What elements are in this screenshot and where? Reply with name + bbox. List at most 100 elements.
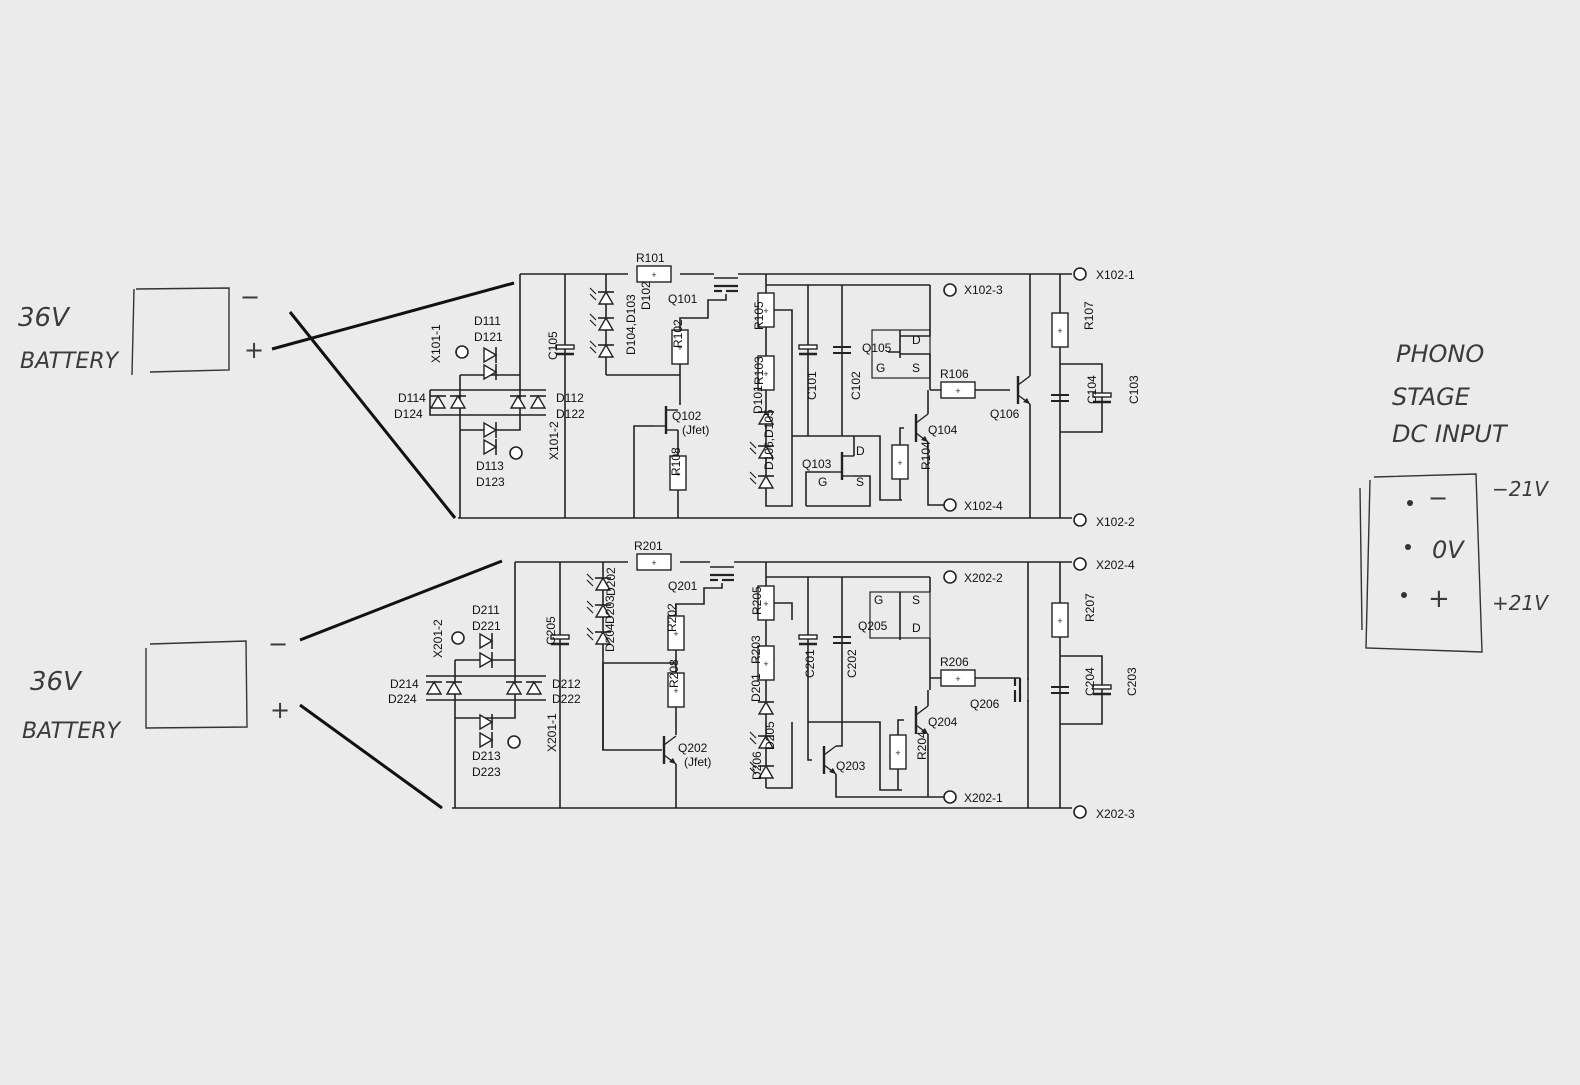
svg-text:S: S: [856, 475, 864, 489]
label-r106: R106: [940, 367, 969, 381]
label-q101: Q101: [668, 292, 698, 306]
label-d205: D205: [763, 721, 777, 750]
svg-text:S: S: [912, 361, 920, 375]
label-c105: C105: [546, 331, 560, 360]
label-d121: D121: [474, 330, 503, 344]
terminal-x102-2: [1073, 513, 1087, 527]
label-d214: D214: [390, 677, 419, 691]
label-x102-3: X102-3: [964, 283, 1003, 297]
label-r205: R205: [750, 586, 764, 615]
battery-bottom-box: [145, 640, 248, 729]
terminal-x102-1: [1073, 267, 1087, 281]
pin-plus-label: +: [1428, 584, 1450, 614]
label-d204: D204: [603, 623, 617, 652]
label-q104: Q104: [928, 423, 958, 437]
pin-zero-dot: [1405, 544, 1411, 550]
label-x202-3: X202-3: [1096, 807, 1135, 821]
label-c205: C205: [544, 616, 558, 645]
terminal-x202-2: [943, 570, 957, 584]
label-r203: R203: [749, 635, 763, 664]
label-d222: D222: [552, 692, 581, 706]
pin-plus-dot: [1401, 592, 1407, 598]
battery-bottom: 36V BATTERY − +: [22, 630, 290, 744]
battery-bottom-label: BATTERY: [22, 719, 122, 744]
svg-text:D: D: [912, 621, 921, 635]
svg-text:G: G: [818, 475, 827, 489]
label-c102: C102: [849, 371, 863, 400]
battery-bottom-minus: −: [268, 630, 288, 658]
battery-leads: [271, 281, 515, 810]
battery-bottom-voltage: 36V: [30, 667, 83, 697]
label-x202-2: X202-2: [964, 571, 1003, 585]
label-r102: R102: [671, 319, 685, 348]
schematic-top: X102-1 X102-2 X102-3 X102-4 D111 D121 X1…: [394, 251, 1141, 529]
label-d212: D212: [552, 677, 581, 691]
label-q105: Q105: [862, 341, 892, 355]
svg-text:G: G: [874, 593, 883, 607]
svg-text:D: D: [912, 333, 921, 347]
label-x202-4: X202-4: [1096, 558, 1135, 572]
battery-top-box: [131, 287, 230, 376]
label-d123: D123: [476, 475, 505, 489]
label-x101-2: X101-2: [547, 421, 561, 460]
label-c103: C103: [1127, 375, 1141, 404]
label-c201: C201: [803, 649, 817, 678]
label-d211: D211: [472, 603, 500, 617]
label-d224: D224: [388, 692, 417, 706]
label-d202: D202: [604, 567, 618, 596]
label-r104: R104: [919, 441, 933, 470]
label-d201: D201: [749, 673, 763, 702]
terminal-x202-1: [943, 790, 957, 804]
voltage-positive: +21V: [1492, 591, 1549, 615]
label-q102: Q102: [672, 409, 702, 423]
label-c104: C104: [1085, 375, 1099, 404]
label-r108: R108: [669, 447, 683, 476]
battery-top-plus: +: [244, 336, 264, 364]
label-r202: R202: [665, 603, 679, 632]
label-d223: D223: [472, 765, 501, 779]
label-x102-4: X102-4: [964, 499, 1003, 513]
label-q205: Q205: [858, 619, 888, 633]
label-q206: Q206: [970, 697, 1000, 711]
label-r107: R107: [1082, 301, 1096, 330]
terminal-x102-3: [943, 283, 957, 297]
label-d122: D122: [556, 407, 585, 421]
label-d102: D102: [639, 281, 653, 310]
label-c204: C204: [1083, 667, 1097, 696]
label-x202-1: X202-1: [964, 791, 1003, 805]
label-r105: R105: [752, 301, 766, 330]
pin-minus-label: −: [1428, 484, 1448, 512]
dc-input-title-3: DC INPUT: [1392, 420, 1509, 448]
label-r207: R207: [1083, 593, 1097, 622]
label-q106: Q106: [990, 407, 1020, 421]
battery-top-label: BATTERY: [20, 349, 120, 374]
label-c101: C101: [805, 371, 819, 400]
label-d124: D124: [394, 407, 423, 421]
battery-top-minus: −: [240, 283, 260, 311]
label-r204: R204: [915, 731, 929, 760]
label-x102-1: X102-1: [1096, 268, 1135, 282]
label-d221: D221: [472, 619, 501, 633]
pin-zero-label: 0V: [1432, 536, 1465, 564]
battery-top: 36V BATTERY − +: [18, 283, 264, 376]
terminal-x202-4: [1073, 557, 1087, 571]
label-r201: R201: [634, 539, 663, 553]
terminal-x202-3: [1073, 805, 1087, 819]
label-q203: Q203: [836, 759, 866, 773]
label-d112: D112: [556, 391, 584, 405]
label-x101-1: X101-1: [429, 324, 443, 363]
dc-input-title-2: STAGE: [1392, 383, 1471, 411]
battery-top-voltage: 36V: [18, 303, 71, 333]
label-d106-d105: D106,D105: [762, 409, 776, 470]
dc-input-connector: [1365, 473, 1483, 653]
schematic-bottom: X202-4 X202-3 X202-2 X202-1 D211 D221 X2…: [388, 539, 1139, 821]
label-r103: R103: [752, 356, 766, 385]
label-x102-2: X102-2: [1096, 515, 1135, 529]
label-d206: D206: [750, 751, 764, 780]
label-d213: D213: [472, 749, 501, 763]
svg-text:D: D: [856, 444, 865, 458]
label-q202: Q202: [678, 741, 708, 755]
voltage-negative: −21V: [1492, 477, 1549, 501]
